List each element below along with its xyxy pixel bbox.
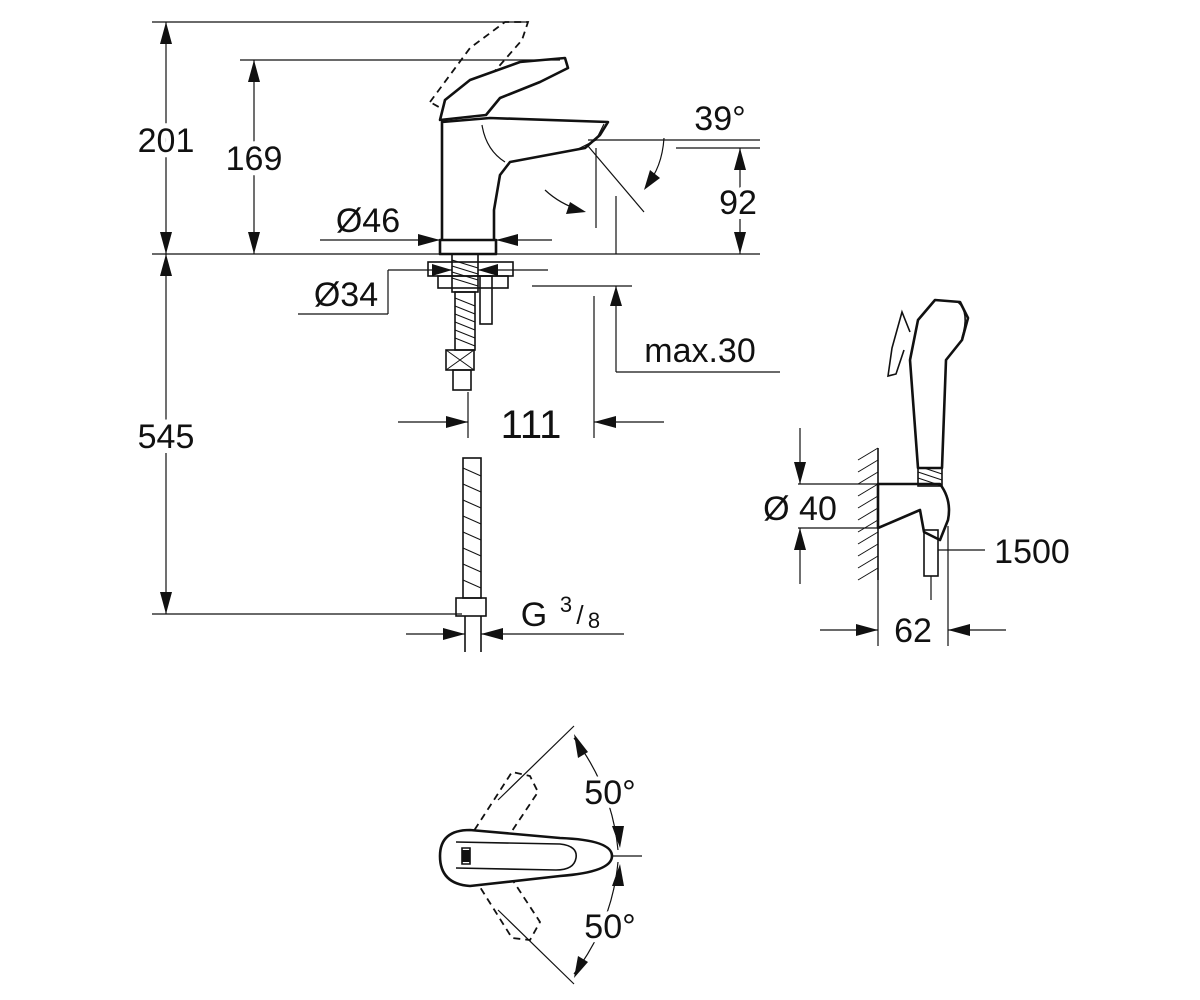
dim-base-diameter: Ø46 — [336, 202, 400, 240]
arrow — [432, 264, 452, 276]
ray-right — [497, 909, 575, 985]
dim-angle-right: 50° — [584, 908, 635, 946]
arrow — [248, 232, 260, 254]
arrow — [612, 864, 624, 886]
base-ring — [438, 238, 498, 256]
arrow — [160, 232, 172, 254]
shower-trigger — [887, 309, 911, 378]
arrow — [734, 148, 746, 170]
ray-left — [497, 725, 575, 801]
arrow — [446, 416, 468, 428]
arrow — [248, 60, 260, 82]
dim-spout-reach: 111 — [501, 403, 562, 447]
dim-39-ray — [587, 145, 645, 213]
arrow — [160, 22, 172, 44]
dim-hose-length: 545 — [138, 418, 195, 456]
fixing-rod — [479, 275, 493, 325]
dim-height-total: 201 — [138, 122, 195, 160]
dim-spout-angle: 39° — [694, 100, 745, 138]
arrow — [481, 628, 503, 640]
dim-shank-diameter: Ø34 — [314, 276, 378, 314]
arrow — [856, 624, 878, 636]
shank-thread — [451, 259, 479, 287]
arrow — [566, 202, 586, 214]
lever-rotated-left-outline — [467, 770, 540, 841]
arrow — [418, 234, 440, 246]
dim-thread-slash: / — [576, 600, 584, 630]
dim-counter-thickness: max.30 — [644, 332, 756, 370]
arrow — [794, 462, 806, 484]
shower-grip — [917, 467, 943, 487]
arrow — [594, 416, 616, 428]
arrow — [443, 628, 465, 640]
dim-thread-num: 3 — [560, 592, 572, 617]
arrow — [160, 254, 172, 276]
hand-shower-dimensions: Ø 40 1500 62 — [758, 428, 1070, 650]
connection-nut — [455, 597, 487, 617]
arrow — [794, 528, 806, 550]
supply-hose-lower — [462, 457, 482, 599]
hose-end — [452, 369, 472, 391]
arrow — [478, 264, 498, 276]
dim-spout-height: 92 — [719, 184, 757, 222]
hose-braid-lower — [462, 467, 482, 589]
arrow — [574, 956, 588, 978]
arrow — [734, 232, 746, 254]
spout-curve — [481, 124, 506, 163]
hand-shower-view — [857, 298, 970, 600]
top-lever — [455, 841, 577, 871]
lever-raised-outline — [428, 21, 530, 120]
arrow — [574, 734, 588, 758]
arrow — [948, 624, 970, 636]
lever-rotated-right-outline — [467, 867, 542, 941]
dim-height-lever: 169 — [226, 140, 283, 178]
dim-shower-hose-length: 1500 — [994, 533, 1070, 571]
lever — [438, 56, 570, 122]
top-body — [438, 828, 614, 888]
arrow — [610, 286, 622, 306]
hose-nut-mark — [445, 349, 475, 371]
shower-handle — [908, 298, 970, 470]
faucet-top-view: 50° 50° — [438, 725, 642, 985]
shower-head-face — [957, 301, 966, 339]
arrow — [644, 170, 660, 190]
dim-holder-diameter: Ø 40 — [763, 490, 837, 528]
mounting-nut — [437, 275, 509, 289]
dim-thread-letter: G — [521, 596, 547, 634]
dim-wall-distance: 62 — [894, 612, 932, 650]
wall-hatch — [857, 447, 879, 581]
side-view-dimensions: 201 169 Ø46 Ø34 39° 92 — [133, 21, 780, 640]
top-aerator-fill — [462, 850, 470, 862]
faucet-side-view — [427, 21, 610, 652]
shower-grip-texture — [917, 467, 943, 487]
faucet-body — [440, 116, 610, 248]
arrow — [496, 234, 518, 246]
hose-braid — [454, 297, 476, 347]
dim-angle-left: 50° — [584, 774, 635, 812]
dim-thread-den: 8 — [588, 608, 600, 633]
arrow — [160, 592, 172, 614]
arrow — [612, 826, 624, 848]
